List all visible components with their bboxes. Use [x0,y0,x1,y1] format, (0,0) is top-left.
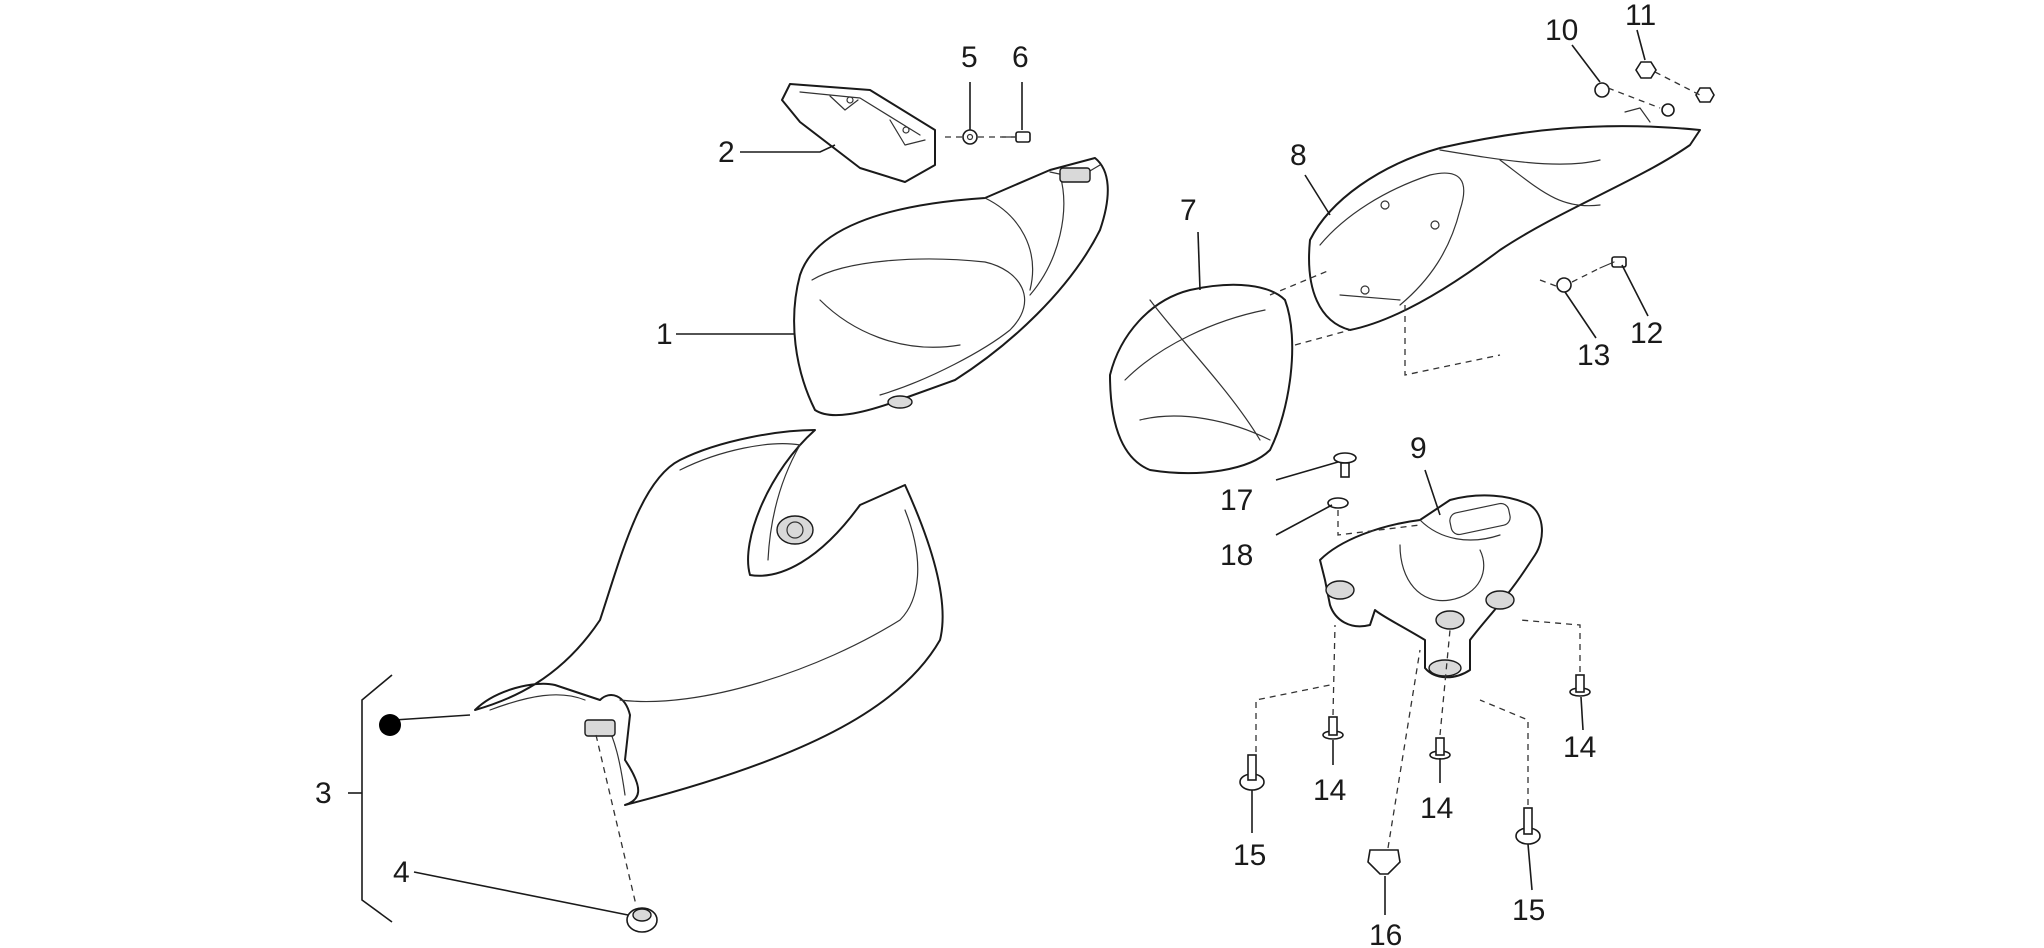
nut-11-right [1695,87,1715,103]
screw-14-right[interactable] [1569,674,1591,697]
washer-13[interactable] [1556,277,1572,293]
callout-15-left: 15 [1233,839,1266,872]
callout-5: 5 [961,41,978,74]
callout-1: 1 [656,318,673,351]
part-bracket-2[interactable] [781,83,936,183]
screw-14-middle[interactable] [1429,737,1451,760]
screw-6[interactable] [1001,131,1031,143]
washer-10[interactable] [1594,82,1610,98]
part-passenger-seat-1[interactable] [793,157,1109,417]
callout-14-right: 14 [1563,731,1596,764]
callout-6: 6 [1012,41,1029,74]
callout-13: 13 [1577,339,1610,372]
callout-15-right: 15 [1512,894,1545,927]
callout-16: 16 [1369,919,1402,948]
nut-11[interactable] [1635,61,1657,79]
washer-5[interactable] [962,129,978,145]
part-rider-seat-3[interactable] [474,429,944,806]
callout-2: 2 [718,136,735,169]
callout-14-left: 14 [1313,774,1346,807]
callout-4: 4 [393,856,410,889]
callout-18: 18 [1220,539,1253,572]
callout-11: 11 [1625,0,1656,32]
part-tray-9[interactable] [1319,494,1543,679]
screw-17[interactable] [1333,452,1357,478]
washer-18[interactable] [1327,497,1349,509]
part-tail-fairing-8[interactable] [1308,107,1701,331]
callout-3: 3 [315,777,332,810]
callout-12: 12 [1630,317,1663,350]
screw-14-left[interactable] [1322,716,1344,740]
callout-7: 7 [1180,194,1197,227]
washer-10-right [1661,103,1675,117]
screw-12[interactable] [1599,256,1627,269]
callout-9: 9 [1410,432,1427,465]
clip-16[interactable] [1367,849,1401,875]
pin-15-left[interactable] [1239,754,1265,791]
grommet-4[interactable] [626,907,658,933]
callout-17: 17 [1220,484,1253,517]
callout-14-middle: 14 [1420,792,1453,825]
marker-dot [379,714,401,736]
pin-15-right[interactable] [1515,807,1541,845]
callout-8: 8 [1290,139,1307,172]
part-cowl-pad-7[interactable] [1109,283,1294,475]
callout-10: 10 [1545,14,1578,47]
